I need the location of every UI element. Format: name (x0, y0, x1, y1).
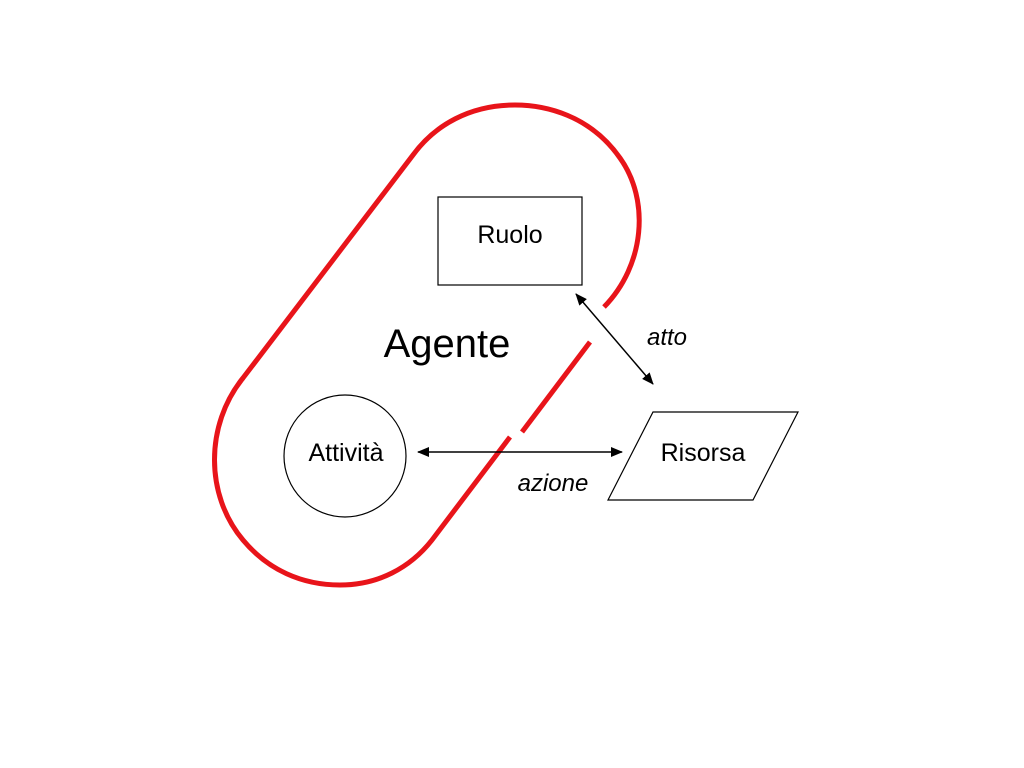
action-label: azione (518, 470, 589, 497)
role-label: Ruolo (477, 221, 542, 249)
activity-node: Attività (283, 394, 407, 518)
role-node: Ruolo (437, 196, 583, 286)
activity-label: Attività (308, 439, 383, 467)
agent-label: Agente (384, 322, 511, 366)
agent-boundary-inner-segment (520, 340, 592, 434)
resource-label: Risorsa (661, 439, 746, 467)
act-arrow (575, 293, 654, 385)
role-box (437, 196, 583, 286)
resource-node: Risorsa (607, 411, 799, 501)
activity-circle (283, 394, 407, 518)
agent-boundary-outer-arc (212, 102, 642, 588)
act-label: atto (647, 324, 687, 351)
resource-parallelogram (607, 411, 799, 501)
